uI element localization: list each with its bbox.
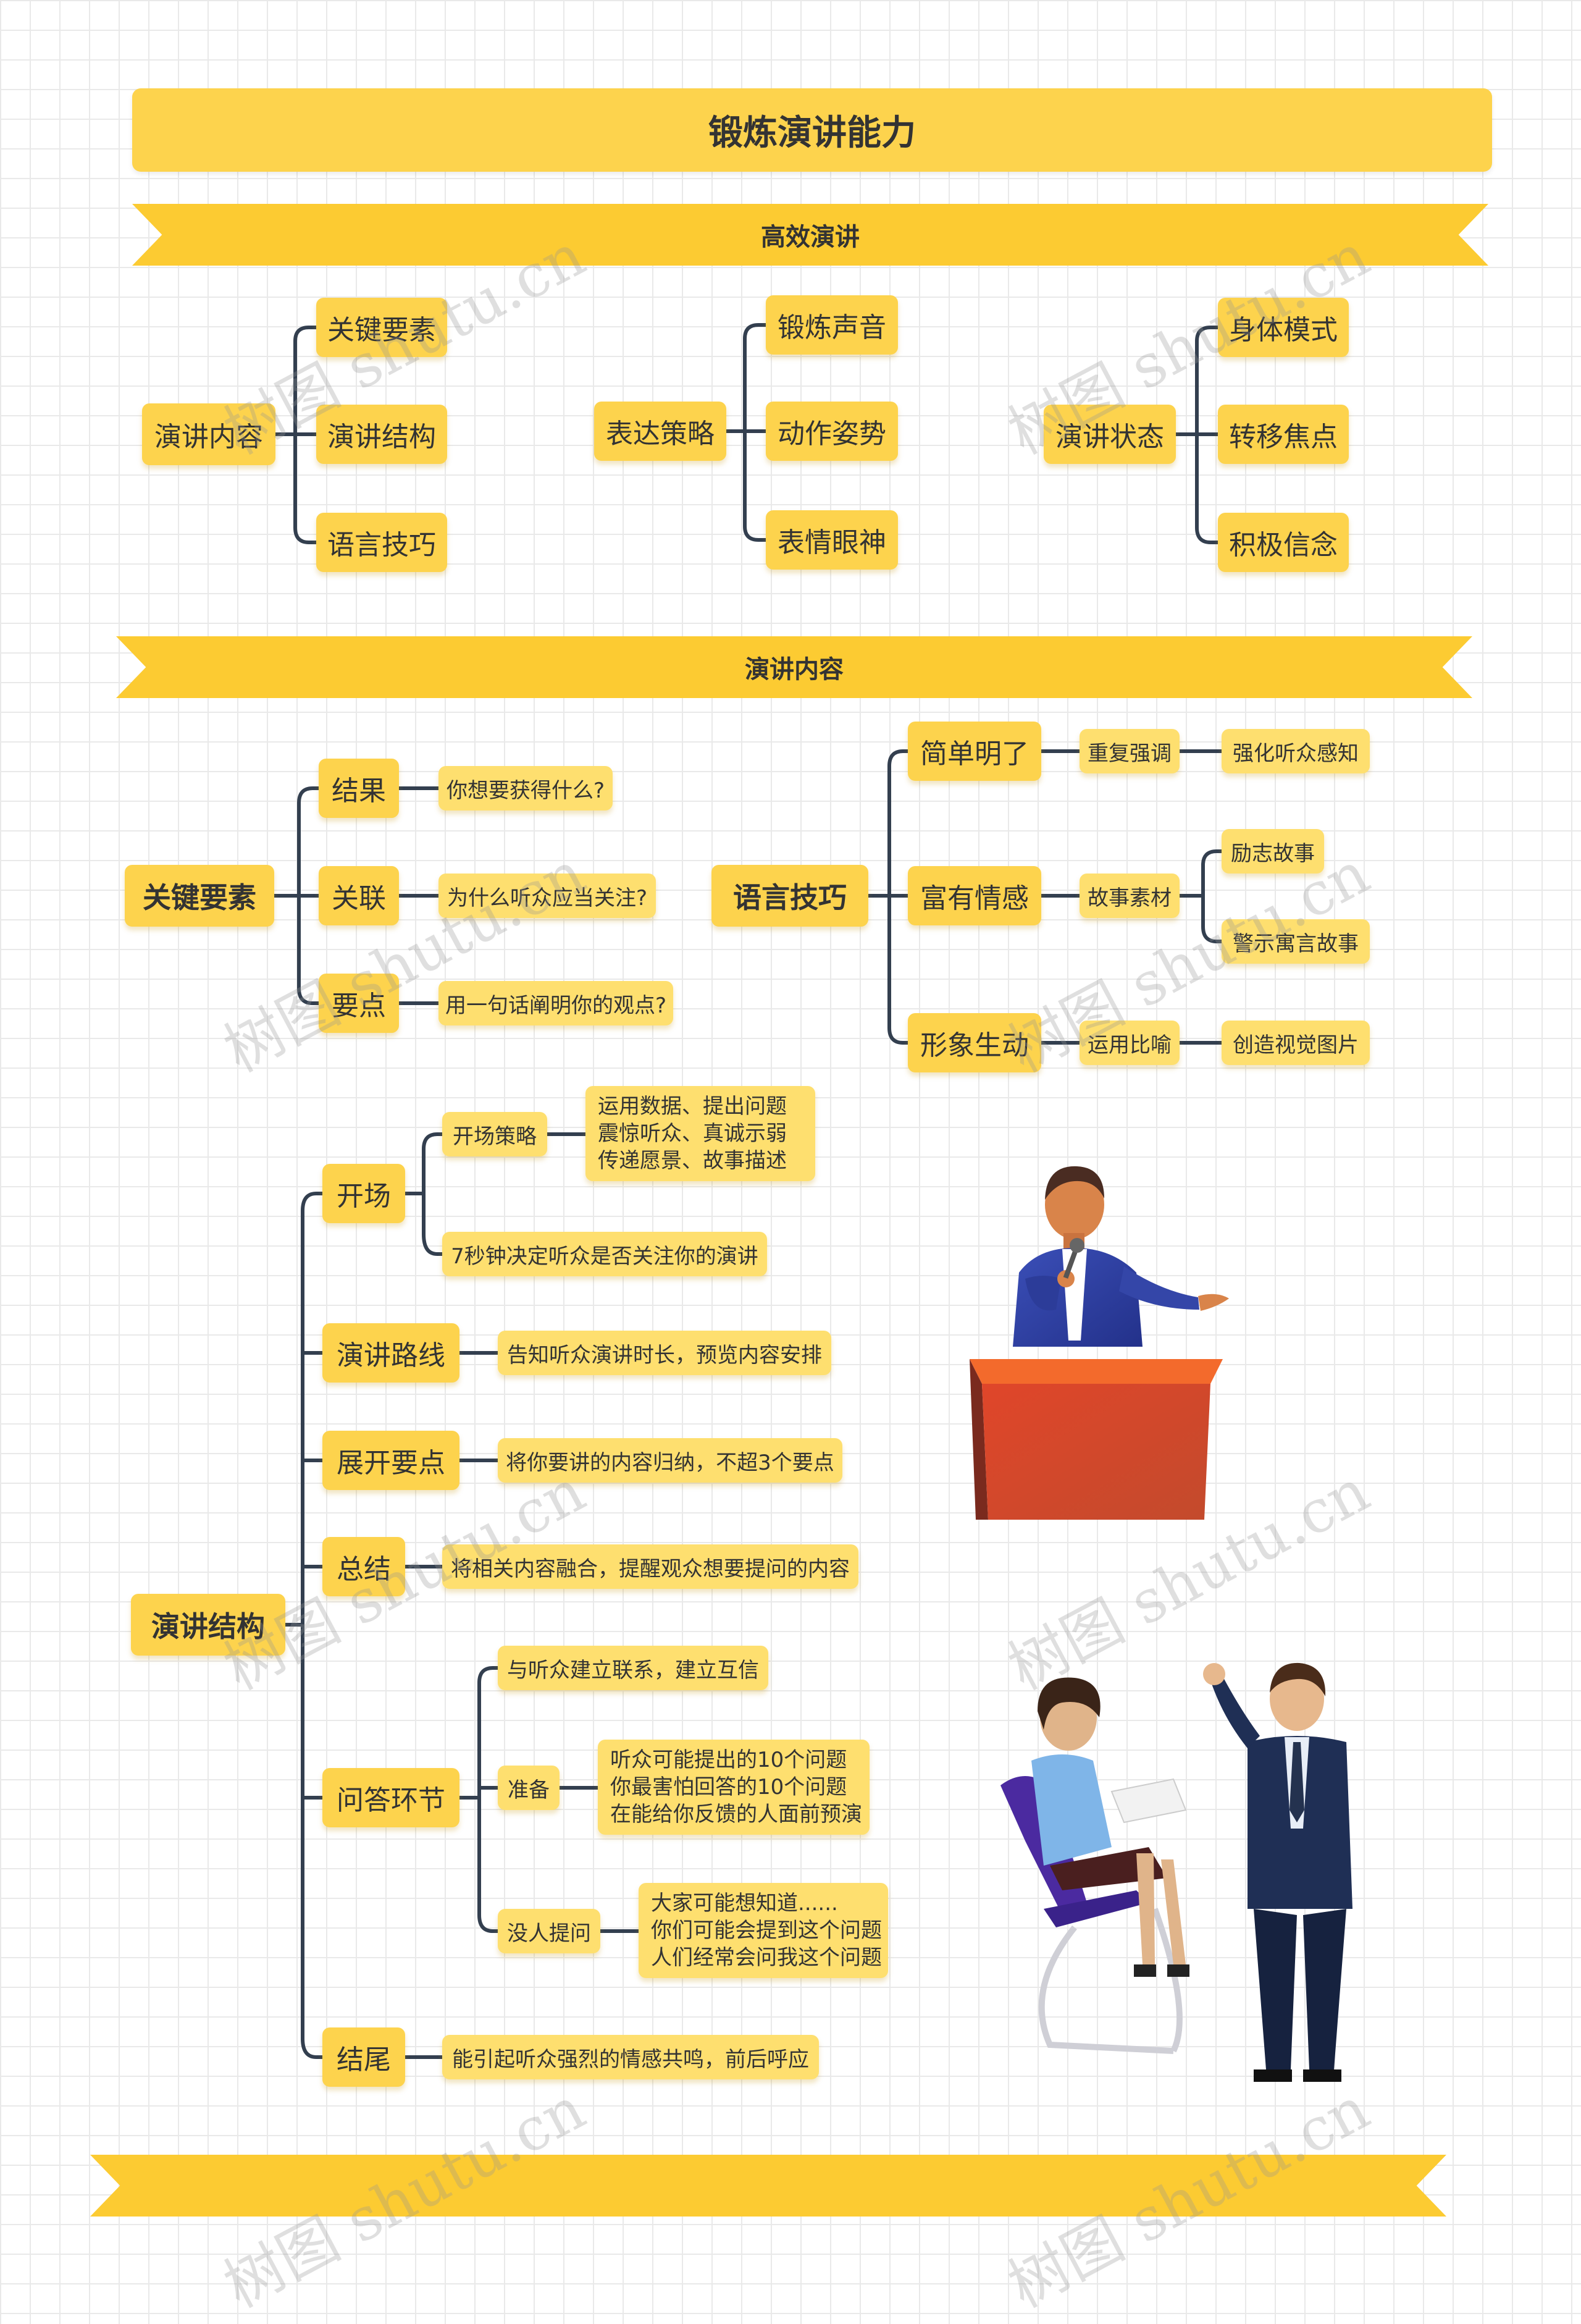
language-warning-fable: 警示寓言故事 (1222, 919, 1370, 964)
banner-label: 高效演讲 (761, 217, 860, 253)
structure-node: 演讲结构 (131, 1594, 285, 1656)
language-emotional: 富有情感 (908, 866, 1041, 925)
qa-no-question-detail: 大家可能想知道...... 你们可能会提到这个问题 人们经常会问我这个问题 (639, 1883, 888, 1978)
overview-child-belief: 积极信念 (1218, 513, 1349, 572)
structure-qa: 问答环节 (322, 1768, 459, 1827)
route-detail: 告知听众演讲时长，预览内容安排 (498, 1331, 831, 1375)
language-metaphor: 运用比喻 (1080, 1021, 1180, 1065)
section-banner-footer (90, 2155, 1446, 2217)
key-element-point: 要点 (319, 974, 399, 1033)
language-visual-picture: 创造视觉图片 (1222, 1021, 1370, 1065)
language-vivid: 形象生动 (908, 1013, 1041, 1072)
overview-node-state: 演讲状态 (1044, 405, 1176, 464)
qa-no-question: 没人提问 (498, 1909, 600, 1953)
overview-child-body: 身体模式 (1218, 298, 1349, 357)
opening-strategy: 开场策略 (442, 1112, 547, 1156)
overview-node-content: 演讲内容 (142, 403, 275, 465)
qa-prepare-detail: 听众可能提出的10个问题 你最害怕回答的10个问题 在能给你反馈的人面前预演 (598, 1740, 870, 1835)
key-element-point-detail: 用一句话阐明你的观点? (438, 981, 673, 1025)
speaker-podium-illustration (957, 1155, 1254, 1526)
page-title: 锻炼演讲能力 (132, 88, 1492, 172)
overview-child-language: 语言技巧 (316, 513, 447, 572)
key-element-relevance: 关联 (319, 866, 399, 925)
overview-node-strategy: 表达策略 (594, 402, 726, 461)
opening-strategy-detail: 运用数据、提出问题 震惊听众、真诚示弱 传递愿景、故事描述 (585, 1086, 815, 1181)
overview-child-focus: 转移焦点 (1218, 405, 1349, 464)
opening-seven-seconds: 7秒钟决定听众是否关注你的演讲 (442, 1232, 767, 1276)
overview-child-posture: 动作姿势 (766, 402, 898, 461)
overview-child-structure: 演讲结构 (316, 405, 447, 464)
language-repeat: 重复强调 (1080, 729, 1180, 773)
ending-detail: 能引起听众强烈的情感共鸣，前后呼应 (442, 2035, 819, 2079)
overview-child-expression: 表情眼神 (766, 510, 898, 570)
key-element-result-detail: 你想要获得什么? (438, 766, 613, 810)
language-story-material: 故事素材 (1080, 874, 1180, 918)
structure-summary: 总结 (322, 1537, 405, 1596)
interview-illustration (988, 1643, 1383, 2088)
structure-ending: 结尾 (322, 2027, 405, 2087)
qa-prepare: 准备 (498, 1766, 560, 1810)
language-inspiring-story: 励志故事 (1222, 829, 1324, 874)
structure-route: 演讲路线 (322, 1323, 459, 1383)
language-simple: 简单明了 (908, 722, 1041, 781)
banner-label: 演讲内容 (745, 649, 844, 685)
structure-points: 展开要点 (322, 1431, 459, 1490)
overview-child-voice: 锻炼声音 (766, 295, 898, 355)
points-detail: 将你要讲的内容归纳，不超3个要点 (498, 1438, 842, 1483)
key-element-result: 结果 (319, 759, 399, 818)
overview-child-key-elements: 关键要素 (316, 298, 447, 357)
language-node: 语言技巧 (711, 865, 868, 927)
language-reinforce: 强化听众感知 (1222, 729, 1370, 773)
section-banner-speech-content: 演讲内容 (116, 636, 1472, 698)
summary-detail: 将相关内容融合，提醒观众想要提问的内容 (442, 1544, 858, 1589)
key-elements-node: 关键要素 (125, 865, 274, 927)
structure-opening: 开场 (322, 1164, 405, 1223)
key-element-relevance-detail: 为什么听众应当关注? (438, 874, 656, 918)
qa-connect: 与听众建立联系，建立互信 (498, 1646, 768, 1690)
section-banner-efficient-speech: 高效演讲 (132, 204, 1488, 266)
